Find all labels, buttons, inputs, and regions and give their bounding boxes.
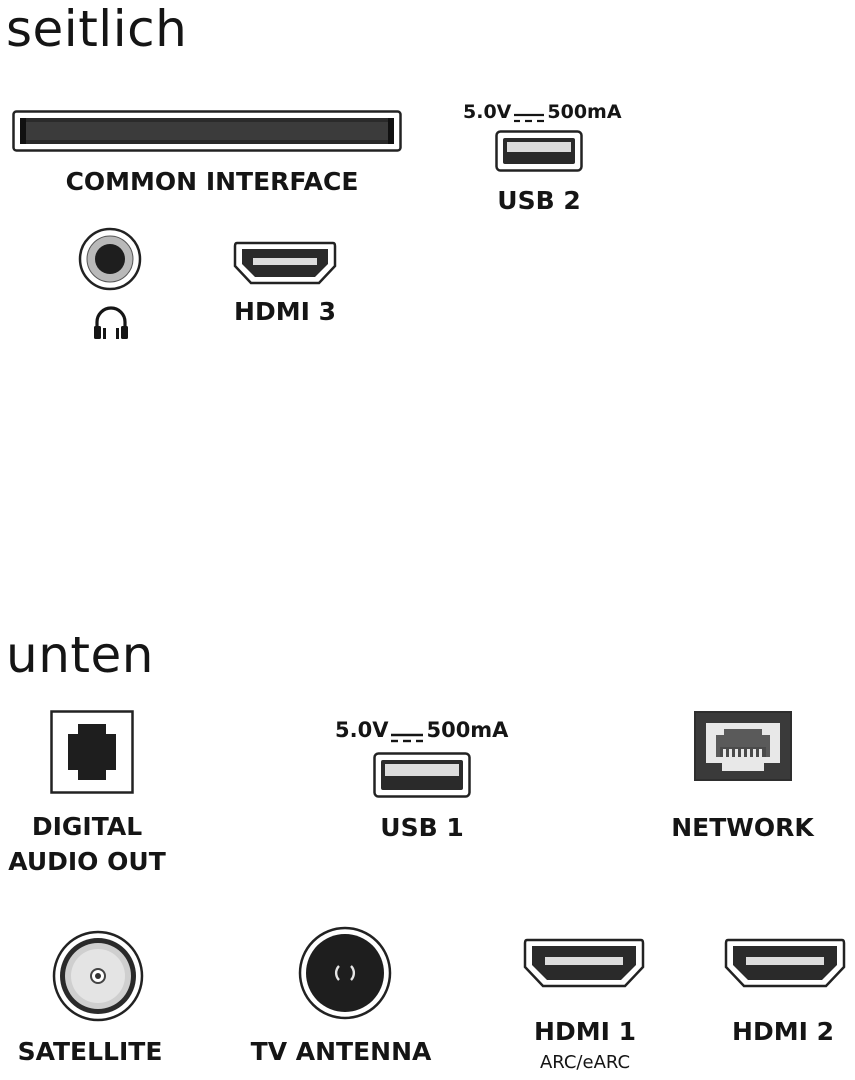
usb2-current: 500mA xyxy=(547,101,622,123)
optical-port-icon xyxy=(50,710,134,794)
hdmi1-arc-sublabel: ARC/eARC xyxy=(539,1052,631,1073)
headphones-icon xyxy=(92,303,130,341)
usb2-label: USB 2 xyxy=(497,186,581,215)
usb2-voltage: 5.0V xyxy=(463,101,512,123)
usb1-voltage: 5.0V xyxy=(335,718,389,742)
usb2-voltage-rating: 5.0V 500mA xyxy=(463,101,622,123)
usb1-label: USB 1 xyxy=(380,813,464,842)
usb1-voltage-rating: 5.0V 500mA xyxy=(335,718,509,743)
section-heading-side: seitlich xyxy=(6,0,188,58)
tv-antenna-connector-icon xyxy=(298,926,392,1020)
digital-audio-out-label-line1: DIGITAL xyxy=(31,812,143,841)
hdmi2-port-icon xyxy=(724,937,846,989)
tv-antenna-label: TV ANTENNA xyxy=(250,1037,432,1066)
dc-symbol-icon xyxy=(390,725,424,743)
usb1-port-icon xyxy=(373,752,471,798)
common-interface-label: COMMON INTERFACE xyxy=(65,167,359,196)
satellite-label: SATELLITE xyxy=(17,1037,163,1066)
network-label: NETWORK xyxy=(671,813,814,842)
satellite-connector-icon xyxy=(52,930,144,1022)
usb1-current: 500mA xyxy=(426,718,509,742)
network-port-icon xyxy=(694,711,792,781)
usb2-port-icon xyxy=(495,130,583,172)
hdmi2-label: HDMI 2 xyxy=(732,1017,834,1046)
hdmi3-label: HDMI 3 xyxy=(234,297,336,326)
common-interface-slot-icon xyxy=(12,110,402,152)
section-heading-bottom: unten xyxy=(6,626,154,684)
hdmi1-label: HDMI 1 xyxy=(534,1017,636,1046)
hdmi3-port-icon xyxy=(233,240,337,286)
headphone-jack-icon xyxy=(78,227,142,291)
hdmi1-port-icon xyxy=(523,937,645,989)
digital-audio-out-label: DIGITAL AUDIO OUT xyxy=(2,810,172,879)
digital-audio-out-label-line2: AUDIO OUT xyxy=(8,846,166,876)
dc-symbol-icon xyxy=(513,107,545,122)
